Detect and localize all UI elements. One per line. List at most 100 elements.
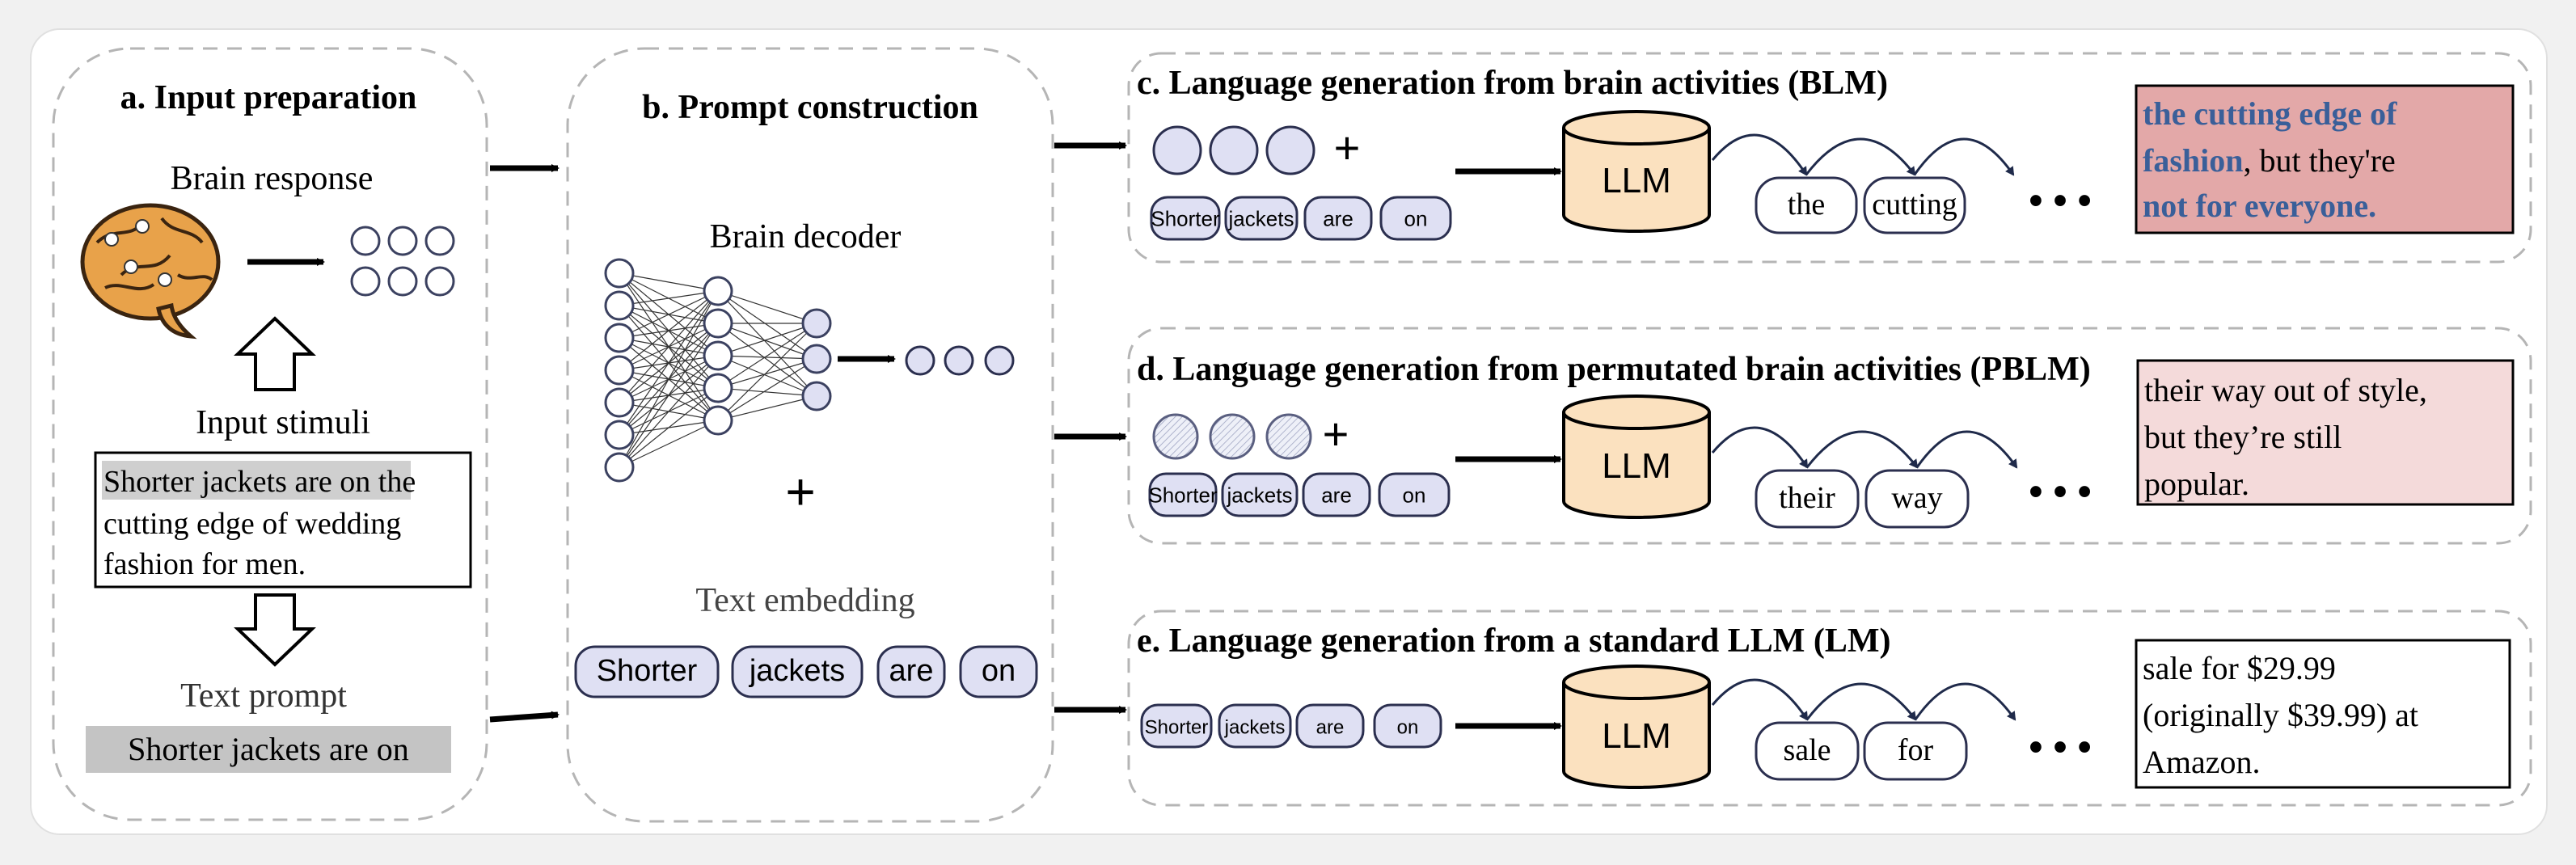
token-pill: on — [959, 645, 1038, 698]
panel-a-frame — [52, 47, 488, 821]
token-label: on — [1404, 206, 1428, 230]
token-label: on — [982, 654, 1016, 688]
panel-d-permuted-dots — [1152, 413, 1312, 460]
text-prompt-value: Shorter jackets are on — [128, 731, 409, 767]
panel-d-tokens: Shorter jackets are on — [1148, 472, 1451, 517]
token-pill: jackets — [1224, 196, 1299, 241]
panel-e-ellipsis: • • • — [2029, 726, 2091, 769]
generation-arc — [1914, 682, 2016, 721]
token-label: are — [1323, 206, 1353, 230]
arrow-a-to-b-bottom — [489, 711, 560, 723]
panel-e-llm: LLM — [1562, 665, 1711, 789]
panel-e-result-line-2: (originally $39.99) at — [2143, 697, 2418, 733]
panel-c-llm: LLM — [1562, 110, 1711, 233]
panel-d-result-box — [2136, 359, 2515, 506]
panel-b-title: b. Prompt construction — [642, 89, 978, 126]
token-pill: are — [1302, 472, 1371, 517]
decoder-output-dots — [905, 345, 1015, 376]
generation-arc — [1711, 426, 1809, 469]
token-label: are — [1316, 716, 1345, 738]
generation-arc — [1805, 430, 1919, 469]
token-label: Shorter — [1148, 483, 1218, 507]
panel-d-ellipsis: • • • — [2029, 470, 2091, 513]
output-token: cutting — [1863, 176, 1966, 234]
stimulus-line-2: cutting edge of wedding — [103, 507, 401, 541]
token-pill: are — [1303, 196, 1373, 241]
panel-c-outputs: the cutting — [1711, 133, 2015, 234]
token-label: Shorter — [1145, 716, 1209, 738]
up-hollow-arrow — [234, 316, 316, 391]
generation-arc — [1805, 137, 1916, 176]
token-pill: are — [1295, 703, 1365, 749]
panel-e-result-line-3: Amazon. — [2143, 744, 2261, 780]
brain-response-dots — [350, 226, 455, 297]
panel-e-tokens: Shorter jackets are on — [1140, 703, 1442, 749]
text-embedding-tokens: Shorter jackets are on — [574, 645, 1038, 698]
token-pill: on — [1373, 703, 1442, 749]
llm-label: LLM — [1602, 716, 1671, 756]
stimulus-line-3: fashion for men. — [103, 547, 306, 581]
panel-c-result-box — [2135, 84, 2515, 234]
panel-c-result-line-2: fashion, but they're — [2143, 142, 2396, 179]
panel-e-frame — [1127, 610, 2532, 807]
generation-arc — [1805, 682, 1917, 721]
token-pill: on — [1379, 196, 1452, 241]
stimulus-highlight — [102, 461, 411, 500]
token-label: jackets — [1224, 716, 1286, 738]
brain-decoder-label: Brain decoder — [710, 218, 902, 255]
panel-e-result-line-1: sale for $29.99 — [2143, 650, 2336, 686]
token-pill: Shorter — [1150, 196, 1221, 241]
text-prompt-box — [86, 726, 451, 773]
neural-network-icon — [604, 258, 832, 483]
panel-a-title: a. Input preparation — [120, 79, 417, 116]
panel-d-pblm: d. Language generation from permutated b… — [1127, 327, 2532, 545]
panel-e-result-box — [2135, 639, 2511, 789]
token-label: jackets — [749, 654, 845, 688]
token-label: jackets — [1227, 483, 1293, 507]
output-token: their — [1755, 469, 1860, 529]
panel-c-brain-dots — [1152, 125, 1315, 175]
token-label: are — [1321, 483, 1352, 507]
panel-c-blm: c. Language generation from brain activi… — [1127, 52, 2532, 264]
panel-d-llm: LLM — [1562, 395, 1711, 519]
token-pill: are — [876, 645, 946, 698]
panel-c-plus: + — [1334, 122, 1361, 173]
token-label: jackets — [1228, 206, 1294, 230]
output-token-label: the — [1788, 188, 1825, 222]
panel-d-result-line-3: popular. — [2144, 466, 2249, 502]
output-token-label: for — [1898, 733, 1934, 767]
generation-arc — [1711, 678, 1809, 721]
panel-d-plus: + — [1323, 408, 1349, 459]
token-label: Shorter — [597, 654, 698, 688]
panel-e-lm: e. Language generation from a standard L… — [1127, 610, 2532, 807]
token-pill: Shorter — [1140, 703, 1213, 749]
panel-d-title: d. Language generation from permutated b… — [1137, 351, 2091, 388]
output-token: sale — [1755, 721, 1860, 781]
down-hollow-arrow — [234, 593, 316, 667]
panel-c-tokens: Shorter jackets are on — [1150, 196, 1452, 241]
token-pill: Shorter — [1148, 472, 1218, 517]
llm-label: LLM — [1602, 161, 1671, 200]
generation-arc — [1915, 430, 2018, 469]
generation-arc — [1711, 133, 1808, 176]
panel-d-frame — [1127, 327, 2532, 545]
panel-c-ellipsis: • • • — [2029, 179, 2091, 222]
panel-c-title: c. Language generation from brain activi… — [1137, 65, 1888, 102]
input-stimuli-label: Input stimuli — [196, 404, 370, 441]
text-prompt-label: Text prompt — [180, 677, 347, 715]
output-token: for — [1863, 721, 1968, 781]
token-pill: Shorter — [574, 645, 720, 698]
token-pill: on — [1378, 472, 1451, 517]
output-token-label: way — [1891, 481, 1942, 515]
panel-d-result-line-1: their way out of style, — [2144, 372, 2427, 408]
token-pill: jackets — [1218, 703, 1292, 749]
generation-arc — [1913, 137, 2015, 176]
brain-icon — [80, 203, 221, 340]
panel-c-result-line-3: not for everyone. — [2143, 188, 2376, 224]
token-label: Shorter — [1151, 206, 1220, 230]
token-label: on — [1397, 716, 1419, 738]
llm-label: LLM — [1602, 446, 1671, 486]
panel-c-result-line-1: the cutting edge of — [2143, 95, 2397, 132]
stimulus-line-1: Shorter jackets are on the — [103, 465, 416, 499]
